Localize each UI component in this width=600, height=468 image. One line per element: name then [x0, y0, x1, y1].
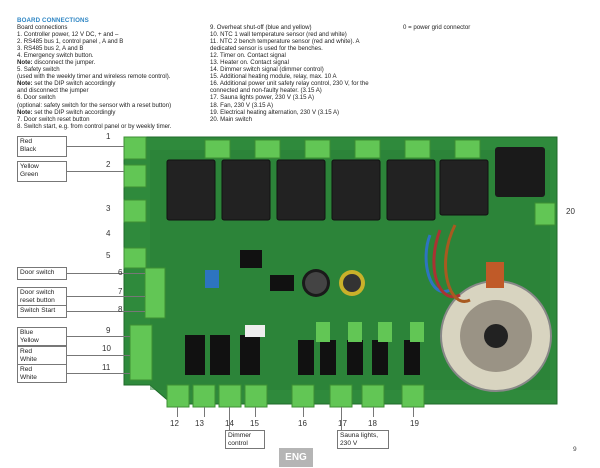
leader-line [67, 311, 145, 312]
leader-line [67, 273, 145, 274]
language-badge: ENG [279, 448, 313, 467]
legend-line: 20. Main switch [210, 115, 252, 123]
legend-line: 8. Switch start, e.g. from control panel… [17, 122, 172, 130]
legend-note: Note: set the DIP switch accordingly [17, 80, 116, 88]
leader-line [373, 407, 374, 417]
section-heading: BOARD CONNECTIONS [17, 17, 89, 24]
legend-line: (used with the weekly timer and wireless… [17, 73, 171, 81]
legend-line: 9. Overheat shut-off (blue and yellow) [210, 24, 312, 31]
legend-line: dedicated sensor is used for the benches… [210, 45, 323, 53]
callout-number: 3 [106, 204, 111, 213]
page-number: 9 [573, 446, 577, 453]
leader-line [67, 296, 145, 297]
callout-number: 15 [250, 419, 259, 428]
legend-line: 2. RS485 bus 1, control panel , A and B [17, 38, 124, 46]
callout-number: 20 [566, 207, 575, 216]
callout-number: 8 [118, 305, 123, 314]
legend-line: 5. Safety switch [17, 66, 60, 74]
leader-line [177, 407, 178, 417]
legend-column-3: 0 = power grid connector [403, 24, 471, 31]
leader-line [229, 407, 230, 431]
callout-number: 12 [170, 419, 179, 428]
legend-note: Note: disconnect the jumper. [17, 59, 96, 67]
leader-line [204, 407, 205, 417]
legend-line: and disconnect the jumper [17, 87, 89, 95]
wire-label-yellow-green: Yellow Green [17, 161, 67, 182]
leader-line [67, 171, 124, 172]
label-dimmer-control: Dimmer control [225, 430, 265, 449]
callout-number: 6 [118, 268, 123, 277]
wire-label-door-switch: Door switch [17, 267, 67, 280]
callout-number: 11 [102, 363, 111, 372]
legend-line: 12. Timer on. Contact signal [210, 52, 286, 60]
legend-line: 1. Controller power, 12 V DC, + and – [17, 31, 119, 39]
leader-line [413, 407, 414, 417]
callout-number: 16 [298, 419, 307, 428]
callout-number: 1 [106, 132, 111, 141]
leader-line [67, 373, 130, 374]
legend-line: 7. Door switch reset button [17, 115, 90, 123]
callout-number: 17 [338, 419, 347, 428]
legend-note: Note: set the DIP switch accordingly [17, 108, 116, 116]
legend-line: 3. RS485 bus 2, A and B [17, 45, 84, 53]
wire-label-blue-yellow: Blue Yellow [17, 327, 67, 346]
wire-label-switch-start: Switch Start [17, 305, 67, 318]
callout-number: 10 [102, 344, 111, 353]
leader-line [341, 407, 342, 431]
wire-label-red-white-1: Red White [17, 346, 67, 365]
legend-line: 6. Door switch [17, 94, 56, 102]
legend-line: connected and non-faulty heater. (3.15 A… [210, 87, 322, 95]
legend-line: 14. Dimmer switch signal (dimmer control… [210, 66, 324, 74]
leader-line [67, 355, 130, 356]
legend-column-2: 9. Overheat shut-off (blue and yellow) 1… [210, 24, 369, 123]
legend-line: 18. Fan, 230 V (3.15 A) [210, 101, 274, 109]
callout-number: 2 [106, 160, 111, 169]
wire-label-red-black: Red Black [17, 136, 67, 157]
callout-number: 13 [195, 419, 204, 428]
legend-line: 10. NTC 1 wall temperature sensor (red a… [210, 31, 347, 39]
legend-line: 17. Sauna lights power, 230 V (3.15 A) [210, 94, 315, 102]
callout-number: 7 [118, 287, 123, 296]
callout-number: 4 [106, 229, 111, 238]
leader-line [255, 407, 256, 417]
legend-line: 13. Heater on. Contact signal [210, 59, 289, 67]
leader-line [303, 407, 304, 417]
legend-column-1: Board connections 1. Controller power, 1… [17, 24, 171, 130]
legend-line: Board connections [17, 24, 68, 31]
leader-line [67, 146, 124, 147]
callout-number: 5 [106, 251, 111, 260]
legend-line: 4. Emergency switch button. [17, 52, 94, 60]
legend-line: 19. Electrical heating alternation, 230 … [210, 108, 340, 116]
callout-number: 18 [368, 419, 377, 428]
wire-label-red-white-2: Red White [17, 364, 67, 383]
legend-line: 15. Additional heating module, relay, ma… [210, 73, 337, 81]
callout-number: 9 [106, 326, 111, 335]
legend-line: 11. NTC 2 bench temperature sensor (red … [210, 38, 360, 46]
label-sauna-lights: Sauna lights, 230 V [337, 430, 389, 449]
legend-line: 16. Additional power unit safety relay c… [210, 80, 369, 88]
leader-line [67, 336, 130, 337]
callout-number: 19 [410, 419, 419, 428]
legend-line: (optional: safety switch for the sensor … [17, 101, 172, 109]
